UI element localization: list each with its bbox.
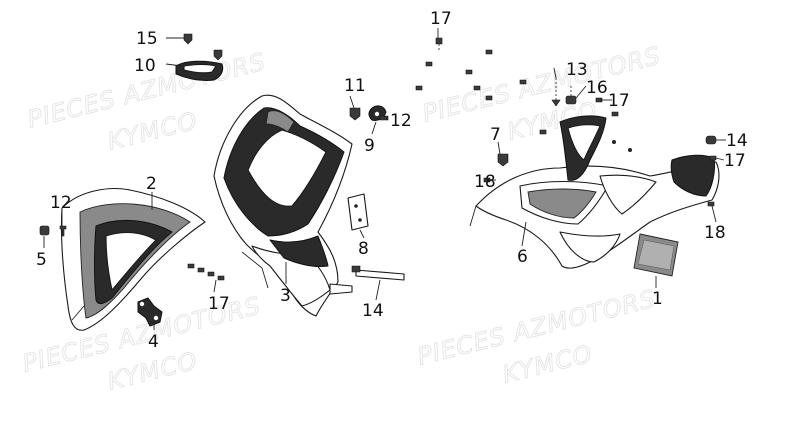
callout-3: 3 [280,286,291,306]
part-17-screw-right [709,155,717,161]
part-7-clip [497,153,509,167]
part-13-screw [551,78,561,107]
part-15-clip [183,33,223,61]
callout-12-mid: 12 [390,111,412,131]
part-1-label-plate [633,233,679,277]
part-16-nut [565,86,577,105]
callout-6: 6 [517,247,528,267]
callout-1: 1 [652,289,663,309]
callout-17-right-upper: 17 [608,91,630,111]
callout-12-left: 12 [50,193,72,213]
callout-8: 8 [358,239,369,259]
callout-14-bottom: 14 [362,301,384,321]
callout-9: 9 [364,136,375,156]
part-14-strip [351,265,405,281]
part-4-bracket [137,297,163,327]
callout-17-left: 17 [208,294,230,314]
callout-16: 16 [586,78,608,98]
part-6-floor-panel [469,115,720,269]
callout-7: 7 [490,125,501,145]
callout-17-right-lower: 17 [724,151,746,171]
part-8-plate [347,193,369,231]
callout-10: 10 [134,56,156,76]
callout-13: 13 [566,60,588,80]
part-14-grommet-right [705,135,717,145]
part-5-nut [39,225,50,236]
callout-17-top: 17 [430,9,452,29]
watermark-brand-top-left: KYMCO [105,106,201,155]
part-17-screw-row-left [187,263,225,281]
part-3-leg-shield [213,94,353,317]
part-11-clip [349,107,361,121]
callout-11: 11 [344,76,366,96]
part-2-front-cover [60,188,206,331]
callout-labels: 1 2 3 4 5 6 7 8 9 10 11 12 12 13 14 14 1… [36,9,748,352]
callout-4: 4 [148,332,159,352]
callout-14-right: 14 [726,131,748,151]
part-10-panel [175,60,224,81]
part-18-screw-right [707,201,715,207]
leader-lines [43,28,726,330]
part-17-screw-scatter-top [415,37,619,135]
part-12-screw-left [59,225,67,237]
callout-15: 15 [136,29,158,49]
callout-2: 2 [146,174,157,194]
callout-18-right: 18 [704,223,726,243]
callout-18-left: 18 [474,172,496,192]
callout-5: 5 [36,250,47,270]
